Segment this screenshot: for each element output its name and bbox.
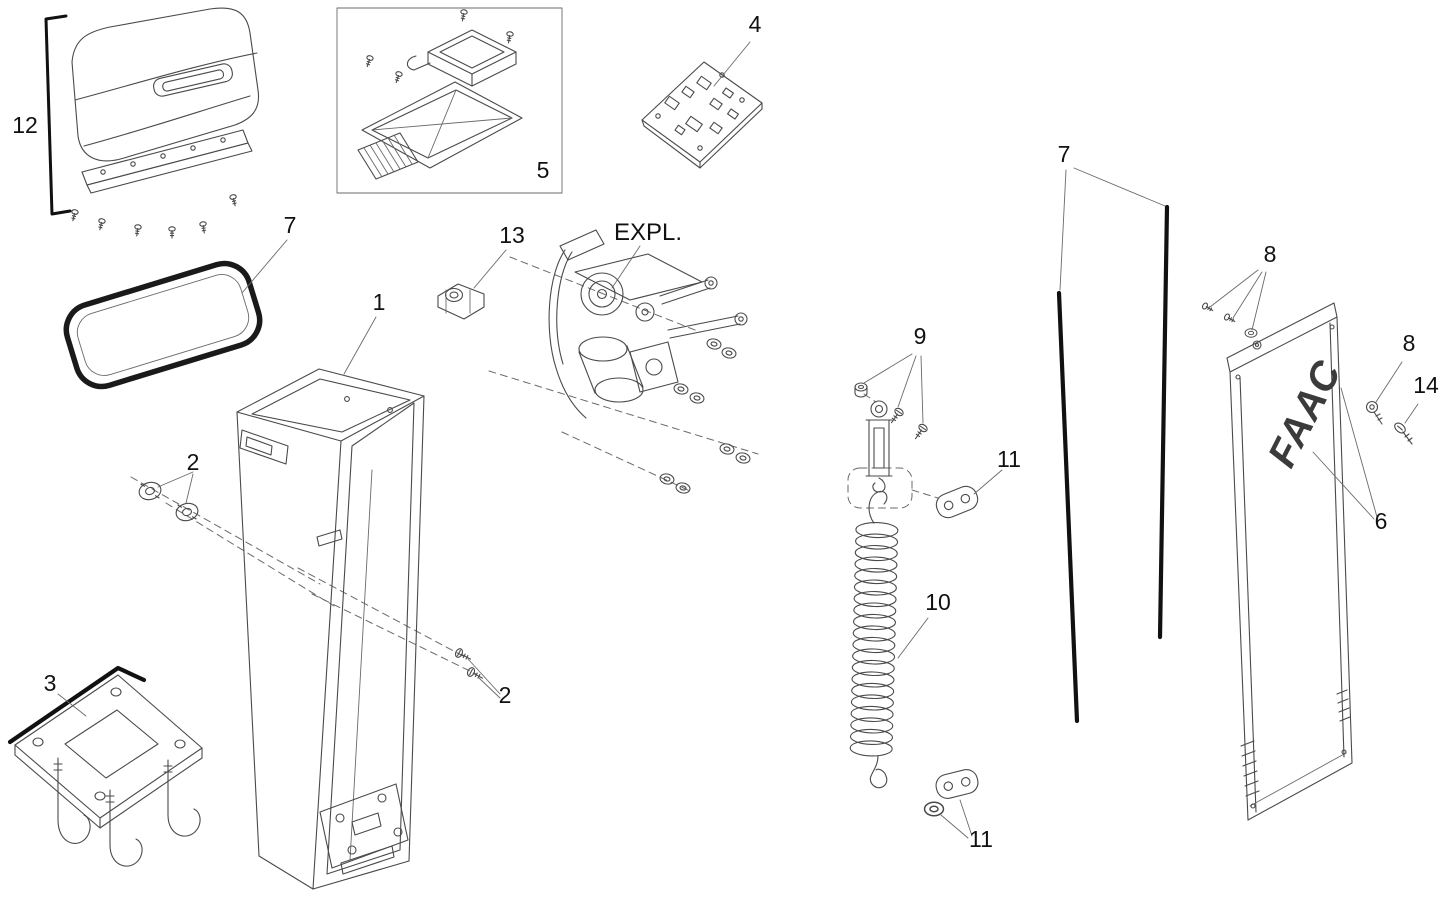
part-7-rods xyxy=(1056,167,1170,724)
part-6-door-panel: FAAC xyxy=(1226,302,1378,821)
part-label-4: 4 xyxy=(749,11,762,37)
assembly-guide-lines xyxy=(130,256,939,675)
part-label-14: 14 xyxy=(1413,372,1439,398)
part-label-6: 6 xyxy=(1375,508,1388,534)
part-5-control-unit xyxy=(336,7,563,194)
part-3-foundation-plate xyxy=(7,665,203,867)
faac-logo: FAAC xyxy=(1260,353,1351,474)
part-13-release-knob xyxy=(437,249,507,320)
part-label-11-top: 11 xyxy=(997,446,1021,472)
part-label-expl: EXPL. xyxy=(614,219,682,246)
part-label-2-left: 2 xyxy=(187,449,200,475)
part-label-2-bottom: 2 xyxy=(499,682,512,708)
part-2-fasteners-bottom xyxy=(453,646,501,699)
part-4-circuit-board xyxy=(641,41,763,169)
part-label-13: 13 xyxy=(499,222,525,248)
part-label-11-bottom: 11 xyxy=(969,826,993,852)
part-8-screw-side xyxy=(1365,361,1403,425)
part-label-9: 9 xyxy=(914,323,927,349)
part-7-gasket xyxy=(63,239,288,390)
part-10-spring xyxy=(849,490,929,789)
part-11-bracket-bottom xyxy=(923,766,981,839)
part-label-1: 1 xyxy=(373,289,386,315)
part-label-3: 3 xyxy=(44,670,57,696)
part-14-screw xyxy=(1394,403,1419,445)
part-label-12: 12 xyxy=(12,112,38,138)
part-9-tensioner-fasteners xyxy=(854,353,930,493)
part-label-7-rods: 7 xyxy=(1058,141,1071,167)
part-label-5: 5 xyxy=(537,157,550,183)
part-2-fasteners-left xyxy=(138,471,199,522)
part-label-8-right: 8 xyxy=(1403,330,1416,356)
part-8-screws-top xyxy=(1200,269,1267,350)
part-label-7-gasket: 7 xyxy=(284,212,297,238)
part-label-8-top: 8 xyxy=(1264,241,1277,267)
part-label-10: 10 xyxy=(925,589,951,615)
part-11-bracket-top xyxy=(932,469,1003,522)
part-12-top-cover xyxy=(44,7,260,239)
expl-gearmotor-assembly xyxy=(548,229,752,495)
part-1-cabinet xyxy=(236,316,425,890)
vent-slots xyxy=(1240,689,1351,797)
